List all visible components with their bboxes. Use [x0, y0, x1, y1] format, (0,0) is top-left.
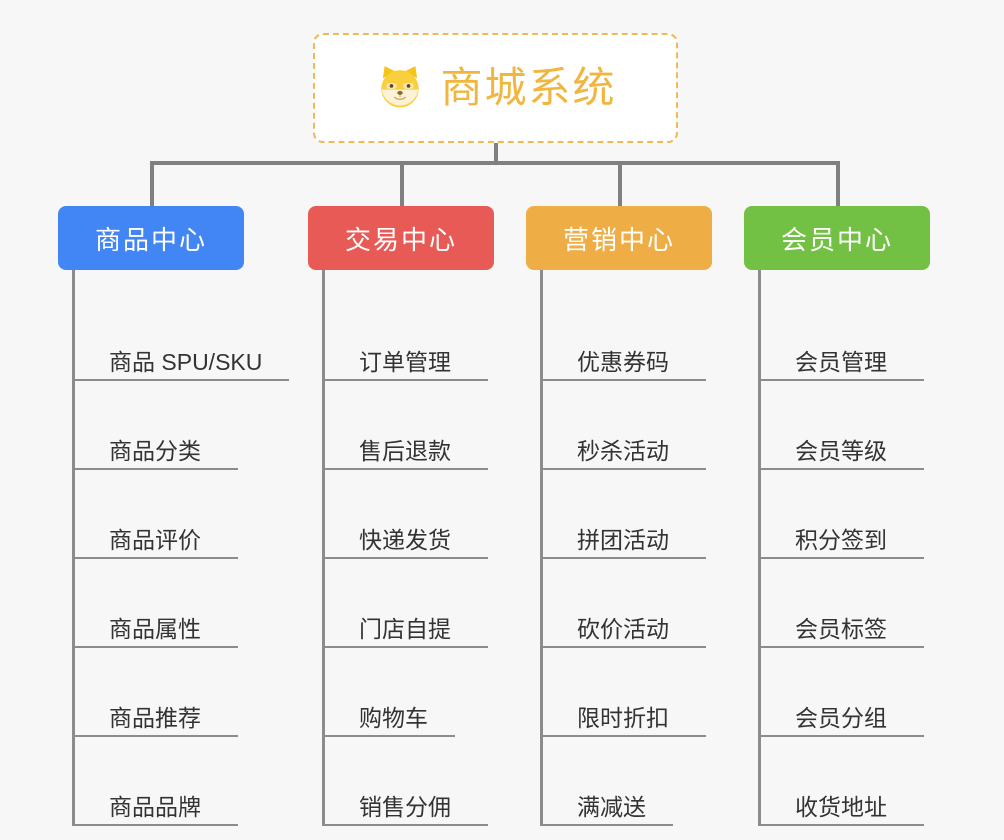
leaf-item[interactable]: 商品 SPU/SKU: [72, 292, 289, 381]
leaf-label: 积分签到: [795, 526, 887, 553]
leaf-label: 商品评价: [109, 526, 201, 553]
leaf-label: 购物车: [359, 704, 428, 731]
leaf-item[interactable]: 售后退款: [322, 381, 528, 470]
connector-horizontal-bus: [150, 161, 840, 165]
leaf-item[interactable]: 积分签到: [758, 470, 964, 559]
branch-column-1: 商品中心 商品 SPU/SKU 商品分类 商品评价 商品属性 商品推荐 商品品牌: [58, 206, 289, 826]
branch-column-4: 会员中心 会员管理 会员等级 积分签到 会员标签 会员分组 收货地址: [744, 206, 964, 826]
connector-root-stem: [494, 143, 498, 164]
leaf-label: 会员等级: [795, 437, 887, 464]
connector-drop-4: [836, 161, 840, 208]
leaf-label: 会员标签: [795, 615, 887, 642]
branch-column-2: 交易中心 订单管理 售后退款 快递发货 门店自提 购物车 销售分佣: [308, 206, 528, 826]
leaf-item[interactable]: 购物车: [322, 648, 528, 737]
leaf-item[interactable]: 砍价活动: [540, 559, 746, 648]
connector-drop-2: [400, 161, 404, 208]
leaf-label: 秒杀活动: [577, 437, 669, 464]
root-node[interactable]: 商城系统: [313, 33, 678, 143]
leaf-list-3: 优惠券码 秒杀活动 拼团活动 砍价活动 限时折扣 满减送: [540, 270, 746, 826]
leaf-label: 售后退款: [359, 437, 451, 464]
leaf-label: 拼团活动: [577, 526, 669, 553]
leaf-item[interactable]: 会员分组: [758, 648, 964, 737]
leaf-label: 限时折扣: [577, 704, 669, 731]
leaf-label: 砍价活动: [577, 615, 669, 642]
category-header-3[interactable]: 营销中心: [526, 206, 712, 270]
leaf-label: 订单管理: [359, 348, 451, 375]
leaf-label: 会员分组: [795, 704, 887, 731]
leaf-label: 商品 SPU/SKU: [109, 348, 263, 375]
category-header-1[interactable]: 商品中心: [58, 206, 244, 270]
leaf-item[interactable]: 订单管理: [322, 292, 528, 381]
leaf-label: 满减送: [577, 793, 646, 820]
leaf-item[interactable]: 限时折扣: [540, 648, 746, 737]
branch-column-3: 营销中心 优惠券码 秒杀活动 拼团活动 砍价活动 限时折扣 满减送: [526, 206, 746, 826]
leaf-item[interactable]: 商品分类: [72, 381, 278, 470]
leaf-list-4: 会员管理 会员等级 积分签到 会员标签 会员分组 收货地址: [758, 270, 964, 826]
leaf-label: 收货地址: [795, 793, 887, 820]
connector-drop-1: [150, 161, 154, 208]
leaf-item[interactable]: 优惠券码: [540, 292, 746, 381]
leaf-item[interactable]: 商品品牌: [72, 737, 278, 826]
leaf-list-2: 订单管理 售后退款 快递发货 门店自提 购物车 销售分佣: [322, 270, 528, 826]
category-header-4[interactable]: 会员中心: [744, 206, 930, 270]
leaf-label: 快递发货: [359, 526, 451, 553]
leaf-item[interactable]: 销售分佣: [322, 737, 528, 826]
leaf-label: 会员管理: [795, 348, 887, 375]
leaf-label: 优惠券码: [577, 348, 669, 375]
leaf-item[interactable]: 快递发货: [322, 470, 528, 559]
root-label: 商城系统: [440, 64, 617, 111]
leaf-label: 商品分类: [109, 437, 201, 464]
leaf-label: 门店自提: [359, 615, 451, 642]
leaf-item[interactable]: 会员等级: [758, 381, 964, 470]
leaf-item[interactable]: 满减送: [540, 737, 746, 826]
leaf-item[interactable]: 商品属性: [72, 559, 278, 648]
category-header-2[interactable]: 交易中心: [308, 206, 494, 270]
leaf-item[interactable]: 商品评价: [72, 470, 278, 559]
connector-drop-3: [618, 161, 622, 208]
leaf-item[interactable]: 收货地址: [758, 737, 964, 826]
leaf-item[interactable]: 商品推荐: [72, 648, 278, 737]
leaf-item[interactable]: 会员管理: [758, 292, 964, 381]
leaf-item[interactable]: 门店自提: [322, 559, 528, 648]
leaf-label: 商品品牌: [109, 793, 201, 820]
leaf-item[interactable]: 会员标签: [758, 559, 964, 648]
shiba-dog-face-icon: [381, 66, 420, 108]
leaf-list-1: 商品 SPU/SKU 商品分类 商品评价 商品属性 商品推荐 商品品牌: [72, 270, 289, 826]
leaf-item[interactable]: 秒杀活动: [540, 381, 746, 470]
leaf-label: 商品推荐: [109, 704, 201, 731]
leaf-label: 商品属性: [109, 615, 201, 642]
leaf-item[interactable]: 拼团活动: [540, 470, 746, 559]
leaf-label: 销售分佣: [359, 793, 451, 820]
